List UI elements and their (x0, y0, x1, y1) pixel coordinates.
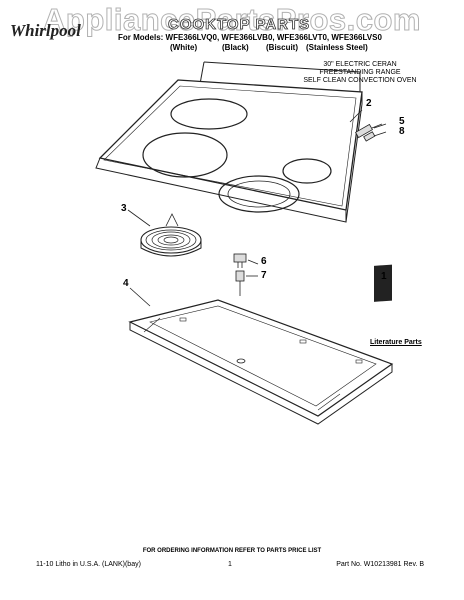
burner-box (128, 299, 394, 425)
models-line: For Models: WFE366LVQ0, WFE366LVB0, WFE3… (118, 33, 382, 42)
page-title: COOKTOP PARTS (168, 16, 311, 34)
variant-black: (Black) (222, 43, 249, 52)
screw-and-bracket (355, 123, 383, 142)
callout-2: 2 (366, 98, 372, 109)
description-line-1: 30" ELECTRIC CERAN (323, 61, 397, 68)
callout-4: 4 (123, 278, 129, 289)
watermark-text: AppliancePartsPros.com (43, 2, 421, 38)
limiter-switch (233, 253, 247, 296)
variant-white: (White) (170, 43, 198, 52)
page-number: 1 (228, 561, 232, 568)
brand-logo: Whirlpool (10, 21, 81, 40)
part-number: Part No. W10213981 Rev. B (336, 561, 424, 568)
surface-element (140, 213, 202, 257)
callout-5: 5 (399, 116, 405, 127)
literature-parts-label: Literature Parts (370, 339, 422, 346)
literature-pack (374, 264, 392, 302)
cooktop-assembly (95, 61, 363, 223)
callout-1: 1 (381, 271, 387, 282)
leader-lines (127, 109, 387, 307)
callout-6: 6 (261, 256, 267, 267)
ordering-note: FOR ORDERING INFORMATION REFER TO PARTS … (142, 548, 322, 554)
callout-3: 3 (121, 203, 127, 214)
callout-8: 8 (399, 126, 405, 137)
variant-biscuit: (Biscuit) (266, 43, 298, 52)
callout-7: 7 (261, 270, 267, 281)
variant-stainless: (Stainless Steel) (306, 43, 368, 52)
litho-info: 11-10 Litho in U.S.A. (LANK)(bay) (36, 561, 141, 568)
